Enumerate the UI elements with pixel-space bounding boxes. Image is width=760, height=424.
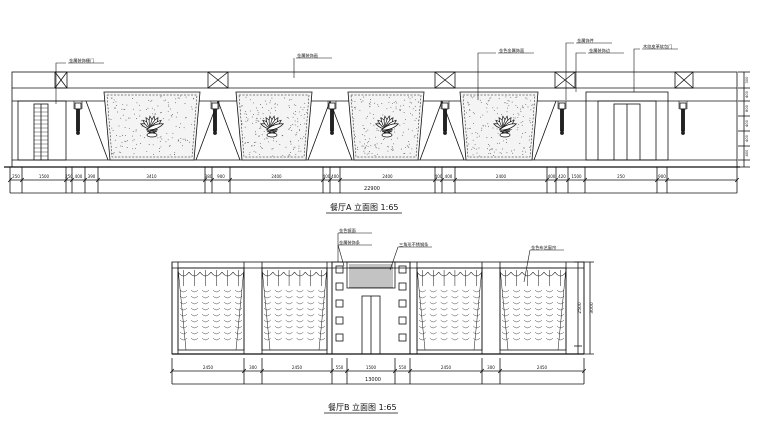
height-dimension-label: 400 [745, 134, 749, 142]
dimension-label: 2400 [496, 174, 507, 179]
dimension-label: 900 [658, 174, 666, 179]
elevation-a-title: 餐厅A 立面图 1:65 [330, 202, 399, 212]
dimension-label: 2450 [292, 365, 303, 370]
height-dimension-label: 800 [745, 104, 749, 112]
callout-label: 金色布艺窗帘 [531, 244, 556, 251]
callout-label: 金属饰件 [577, 37, 594, 44]
dimension-label: 400 [331, 174, 339, 179]
callout-label: 金色镜面 [339, 227, 356, 234]
dimension-label: 2400 [271, 174, 282, 179]
callout-label: 三角形不锈钢条 [399, 241, 429, 248]
callout-label: 木纹皮革软包门 [643, 43, 672, 50]
dimension-label: 1500 [366, 365, 377, 370]
elevation-b-height-dim-2: 3000 [589, 302, 595, 314]
dimension-label: 2450 [441, 365, 452, 370]
dimension-label: 550 [336, 365, 344, 370]
callout-label: 金属装饰栅门 [69, 57, 94, 64]
dimension-label: 380 [205, 174, 213, 179]
dimension-label: 250 [617, 174, 625, 179]
dimension-label: 1500 [39, 174, 50, 179]
dimension-label: 400 [445, 174, 453, 179]
dimension-label: 420 [558, 174, 566, 179]
callout-label: 金属装饰边 [589, 47, 611, 54]
height-dimension-label: 300 [745, 76, 749, 84]
height-dimension-label: 400 [745, 90, 749, 98]
dimension-label: 550 [399, 365, 407, 370]
dimension-label: 250 [65, 174, 73, 179]
elevation-a-total-dimension: 22900 [364, 186, 380, 192]
dimension-label: 400 [323, 174, 331, 179]
dimension-label: 250 [12, 174, 20, 179]
elevation-b-total-dimension: 13000 [365, 377, 381, 383]
dimension-label: 400 [75, 174, 83, 179]
dimension-label: 900 [217, 174, 225, 179]
dimension-label: 2450 [537, 365, 548, 370]
callout-label: 金属装饰条 [339, 239, 361, 246]
dimension-label: 400 [548, 174, 556, 179]
dimension-label: 1500 [571, 174, 582, 179]
callout-label: 金属装饰画 [297, 52, 318, 59]
height-dimension-label: 400 [745, 149, 749, 157]
dimension-label: 390 [88, 174, 96, 179]
callout-label: 金色金属饰面 [499, 47, 524, 54]
elevation-b-title: 餐厅B 立面图 1:65 [328, 402, 397, 412]
elevation-b-height-dim-1: 2500 [577, 302, 583, 314]
dimension-label: 400 [435, 174, 443, 179]
dimension-label: 2400 [382, 174, 393, 179]
dimension-label: 3410 [146, 174, 157, 179]
height-dimension-label: 400 [745, 119, 749, 127]
dimension-label: 300 [487, 365, 495, 370]
dimension-label: 300 [249, 365, 257, 370]
dimension-label: 2450 [203, 365, 214, 370]
